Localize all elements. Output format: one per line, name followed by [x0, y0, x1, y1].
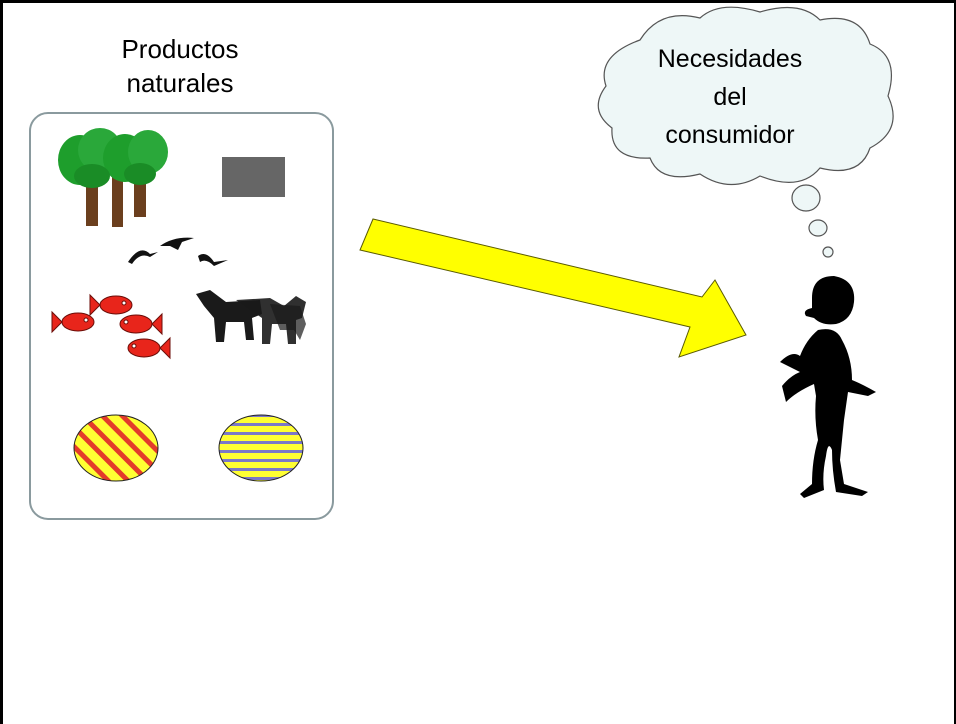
products-title-line2: naturales [126, 68, 234, 98]
diagonal-striped-ball-icon [73, 414, 159, 482]
fish-icon [51, 293, 171, 360]
gray-rectangle-icon [222, 157, 285, 197]
thought-line3: consumidor [665, 121, 795, 149]
products-title: Productos naturales [70, 32, 290, 100]
arrow-icon [359, 218, 747, 358]
products-title-line1: Productos [121, 34, 239, 64]
thought-line1: Necesidades [657, 45, 803, 73]
birds-icon [128, 237, 228, 266]
trees-icon [58, 128, 168, 227]
thought-cloud-icon [597, 6, 894, 258]
thought-line2: del [713, 83, 747, 111]
cattle-icon [196, 290, 306, 344]
consumer-needs-text: Necesidades del consumidor [620, 40, 840, 154]
horizontal-striped-ball-icon [218, 414, 304, 482]
consumer-figure-icon [780, 276, 876, 498]
